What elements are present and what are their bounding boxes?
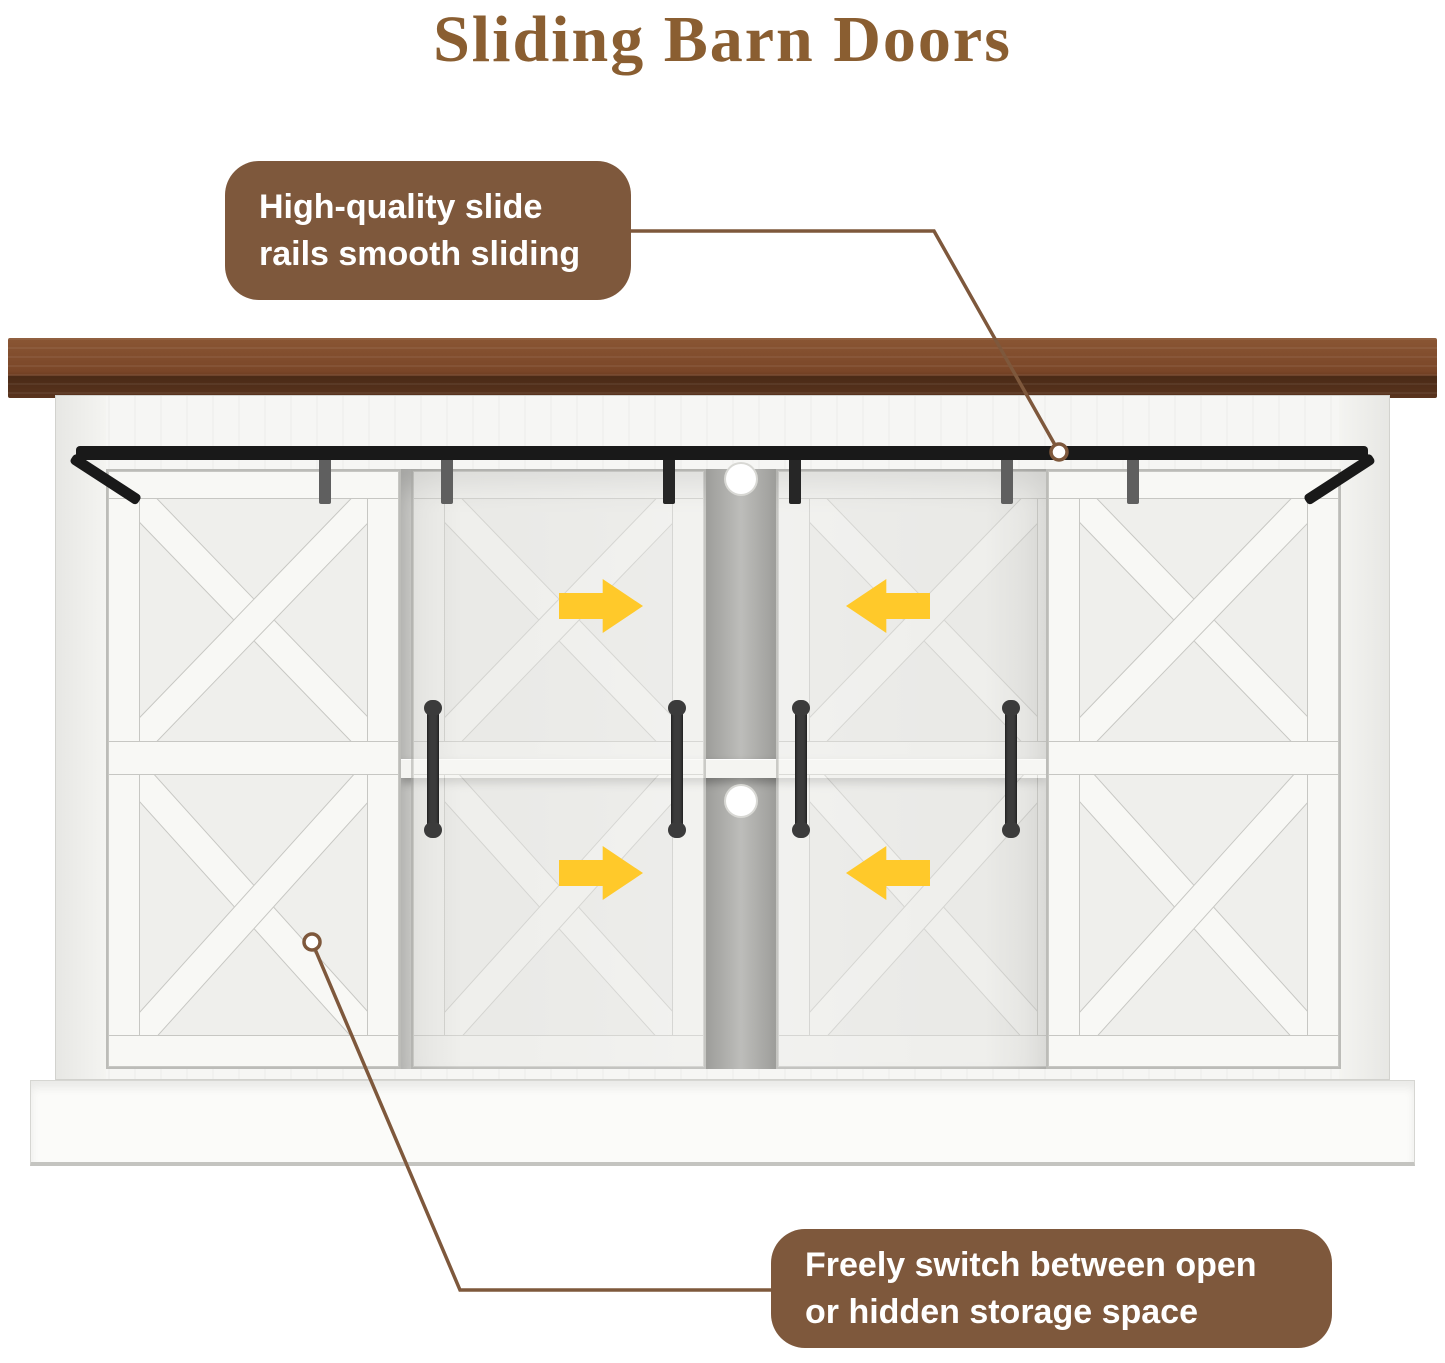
door-handle [424, 700, 442, 838]
page-title: Sliding Barn Doors [433, 3, 1012, 76]
door-upper-panel [1078, 497, 1309, 743]
door-lower-panel [443, 773, 674, 1041]
door-rail [413, 741, 704, 775]
callout-storage-space: Freely switch between open or hidden sto… [771, 1229, 1332, 1348]
cabinet-body [55, 395, 1390, 1080]
callout-top-line1: High-quality slide [259, 187, 543, 226]
cable-hole-bottom [726, 786, 756, 816]
slide-rail [76, 446, 1368, 460]
cabinet-side-panel-left [56, 396, 106, 1079]
door-hanger-strap [1001, 448, 1013, 504]
door-rail [778, 471, 1069, 499]
door-upper-panel [138, 497, 369, 743]
ghost-door-right [776, 469, 1071, 1069]
door-rail [108, 741, 399, 775]
door-rail [778, 1035, 1069, 1067]
barn-door-right [1046, 469, 1341, 1069]
cabinet-side-panel-right [1339, 396, 1389, 1079]
door-hanger-strap [789, 448, 801, 504]
door-rail [1048, 741, 1339, 775]
door-rail [108, 471, 399, 499]
door-rail [1048, 471, 1339, 499]
door-lower-panel [1078, 773, 1309, 1041]
door-hanger-strap [319, 448, 331, 504]
door-handle [792, 700, 810, 838]
door-lower-panel [138, 773, 369, 1041]
door-rail [413, 471, 704, 499]
cable-hole-top [726, 464, 756, 494]
door-handle [668, 700, 686, 838]
door-rail [108, 1035, 399, 1067]
barn-door-left [106, 469, 401, 1069]
door-hanger-strap [441, 448, 453, 504]
door-hanger-strap [1127, 448, 1139, 504]
callout-slide-rails: High-quality slide rails smooth sliding [225, 161, 631, 300]
callout-bottom-line1: Freely switch between open [805, 1245, 1257, 1284]
cabinet-wood-top [8, 338, 1437, 398]
door-handle [1002, 700, 1020, 838]
door-rail [778, 741, 1069, 775]
ghost-door-left [411, 469, 706, 1069]
door-upper-panel [443, 497, 674, 743]
cabinet-base [30, 1080, 1415, 1166]
door-rail [1048, 1035, 1339, 1067]
callout-bottom-line2: or hidden storage space [805, 1292, 1198, 1331]
door-hanger-strap [663, 448, 675, 504]
callout-top-line2: rails smooth sliding [259, 234, 581, 273]
door-rail [413, 1035, 704, 1067]
